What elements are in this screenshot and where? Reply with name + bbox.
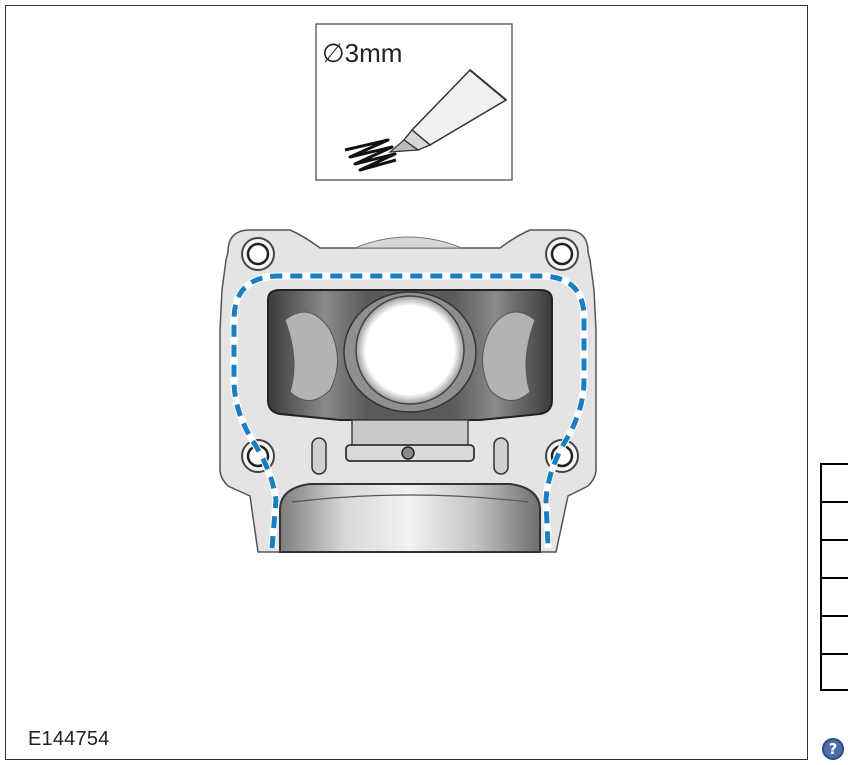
left-slot <box>311 437 327 475</box>
mounting-hole-top-right <box>545 237 579 271</box>
sealant-callout: ∅3mm <box>315 23 513 181</box>
right-slot <box>493 437 509 475</box>
mounting-hole-top-left <box>241 237 275 271</box>
lower-cylinder <box>279 483 541 553</box>
side-panel-table <box>820 463 848 691</box>
bead-diameter-label: ∅3mm <box>322 38 402 68</box>
side-panel-row <box>820 577 848 615</box>
sealant-tube-icon <box>388 68 508 153</box>
figure-id-label: E144754 <box>28 728 110 750</box>
housing-component <box>219 229 597 553</box>
side-panel-row <box>820 615 848 653</box>
shaft-collar <box>345 419 475 462</box>
side-panel-row <box>820 501 848 539</box>
side-panel-row <box>820 539 848 577</box>
bead-squiggle <box>344 138 397 172</box>
help-icon[interactable]: ? <box>822 738 844 760</box>
inner-cavity <box>267 289 553 421</box>
side-panel-row <box>820 653 848 691</box>
side-panel-row <box>820 463 848 501</box>
